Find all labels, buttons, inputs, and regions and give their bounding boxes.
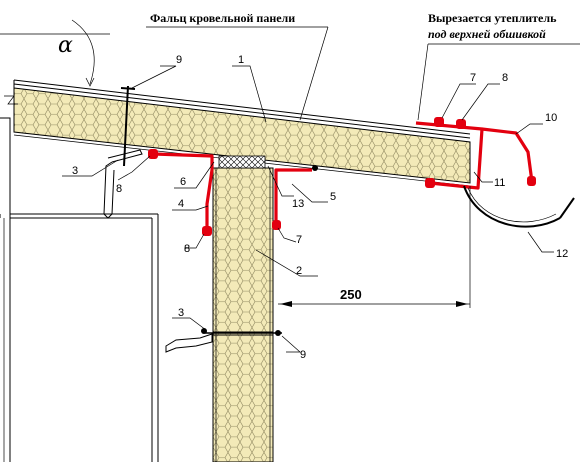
callout-leaders [62, 65, 554, 353]
callout-7-lower: 7 [296, 234, 302, 246]
callout-5: 5 [330, 191, 336, 203]
callout-8-top: 8 [502, 72, 508, 84]
flashings [153, 121, 534, 232]
callout-11: 11 [494, 177, 505, 189]
callout-3-lower: 3 [178, 307, 184, 319]
wall-panel [205, 167, 282, 462]
callout-6: 6 [180, 176, 186, 188]
drawing-title: Фальц кровельной панели [150, 11, 295, 25]
gutter [463, 185, 575, 228]
callout-8-lower: 8 [184, 243, 190, 255]
fasteners [148, 117, 536, 336]
title-group: Фальц кровельной панели [146, 11, 329, 121]
dimension-250: 250 [278, 186, 471, 308]
building-frame [0, 117, 213, 462]
callout-7-top: 7 [470, 72, 476, 84]
callout-12: 12 [556, 248, 568, 260]
callout-9-top: 9 [176, 54, 182, 66]
note-line-2: под верхней обшивкой [428, 27, 546, 41]
callout-2: 2 [296, 265, 302, 277]
sealing-strip [218, 155, 266, 169]
dimension-value: 250 [340, 287, 362, 302]
callout-numbers: 1 2 3 3 4 5 6 7 7 8 8 8 9 9 10 11 12 13 [72, 54, 568, 361]
callout-10: 10 [545, 112, 557, 124]
callout-8-left: 8 [116, 183, 122, 195]
callout-13: 13 [292, 198, 304, 210]
note-line-1: Вырезается утеплитель [428, 11, 557, 25]
roof-angle-mark: α [0, 19, 110, 87]
callout-1: 1 [238, 54, 244, 66]
insulation-note: Вырезается утеплитель под верхней обшивк… [417, 11, 580, 121]
callout-4: 4 [178, 198, 184, 210]
angle-symbol: α [58, 33, 73, 58]
callout-9-lower: 9 [300, 349, 306, 361]
callout-3-upper: 3 [72, 165, 78, 177]
